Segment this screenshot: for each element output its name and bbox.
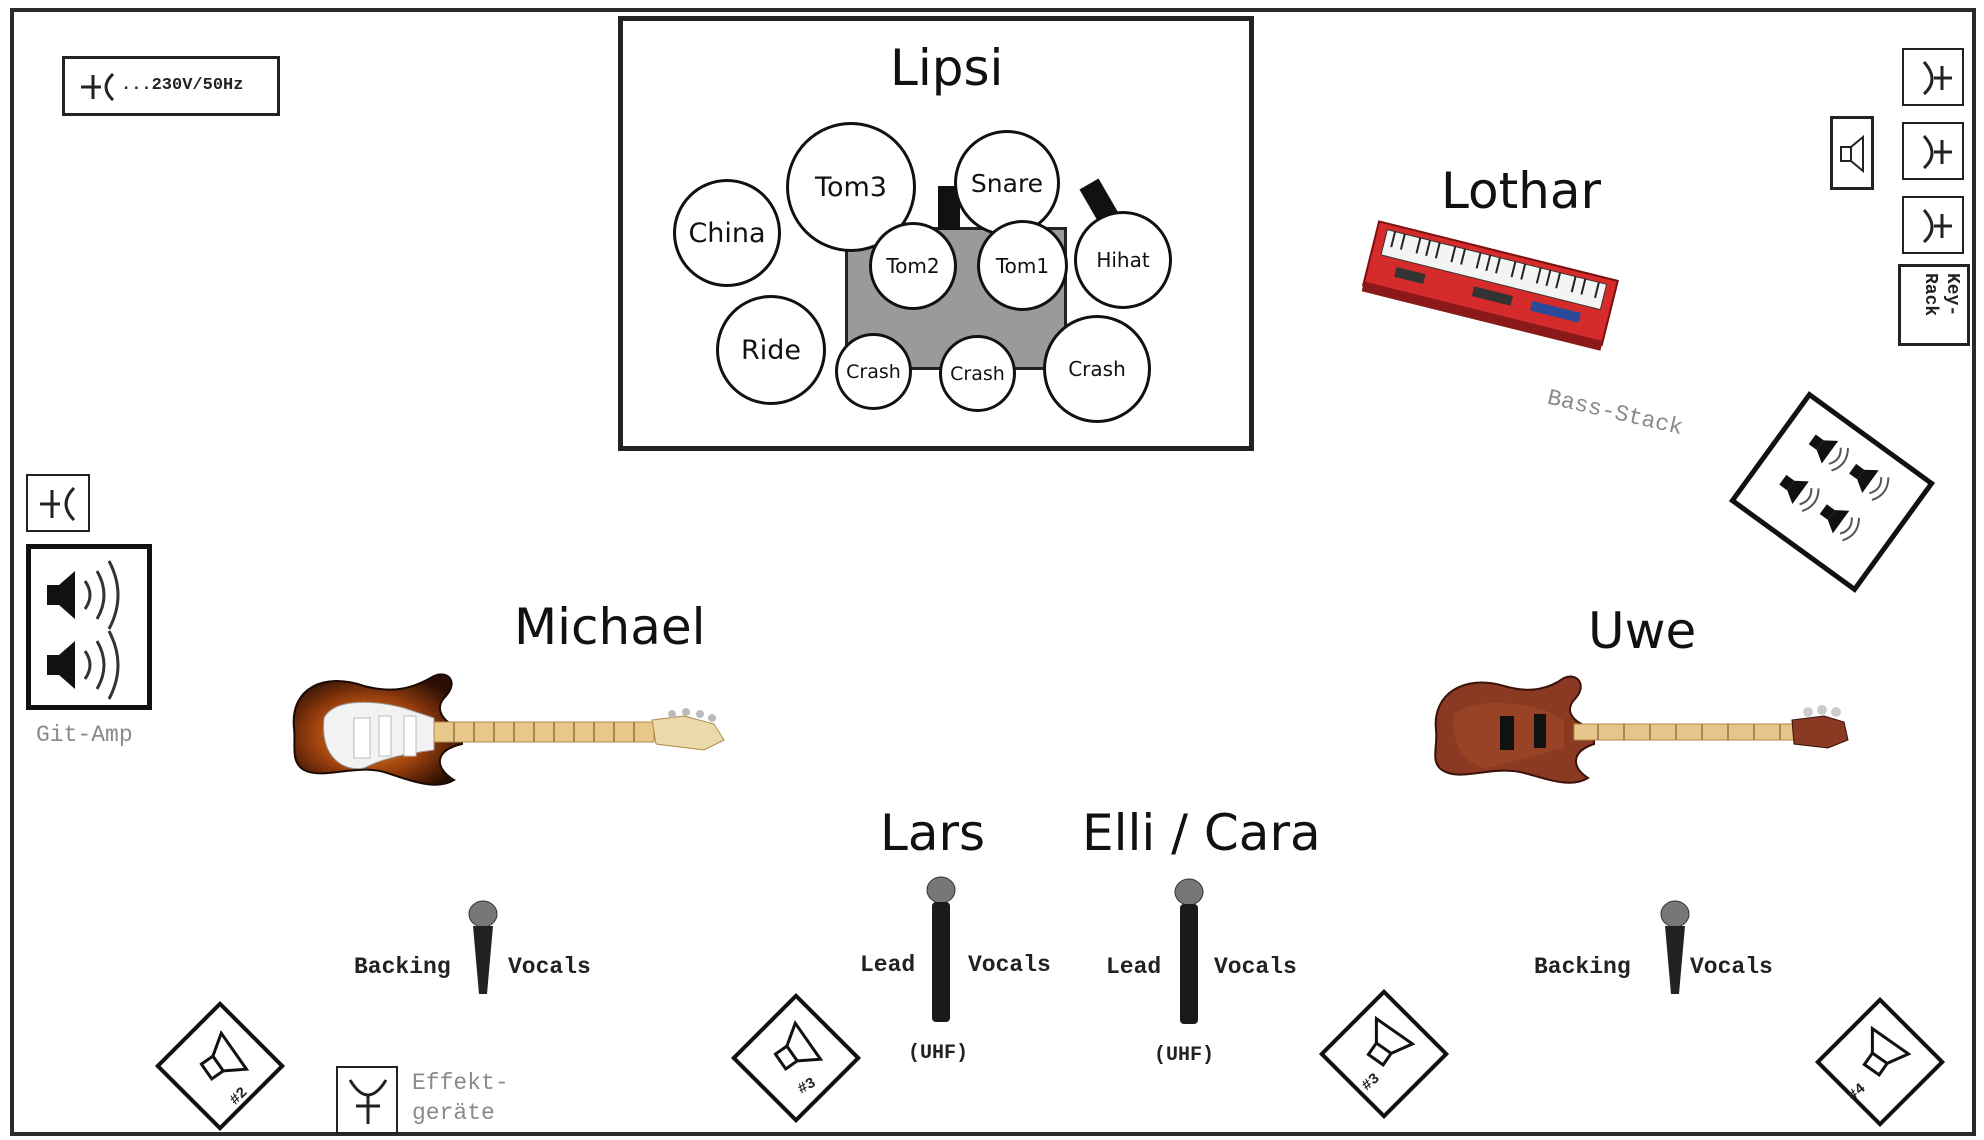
guitarist-name: Michael xyxy=(514,598,706,656)
power-box: ...230V/50Hz xyxy=(62,56,280,116)
wedge-speaker-icon xyxy=(1862,1025,1912,1077)
effects-label-line1: Effekt- xyxy=(412,1070,509,1096)
handheld-mic-icon xyxy=(468,900,498,994)
di-box-2 xyxy=(1902,122,1964,180)
lead1-name: Lars xyxy=(880,804,986,862)
di-outlet-icon xyxy=(1922,135,1952,170)
keyboard-icon xyxy=(1361,220,1619,351)
lead2-name: Elli / Cara xyxy=(1082,804,1321,862)
bass-guitar-icon xyxy=(1434,675,1849,784)
drum-crash-1: Crash xyxy=(835,333,912,410)
stage-plot: ...230V/50Hz Lipsi China Tom3 Snare Hiha… xyxy=(10,8,1976,1136)
monitor-wedge-3a: #3 xyxy=(730,992,862,1124)
drum-tom3-label: Tom3 xyxy=(815,171,887,203)
lead-elli-label-2: Vocals xyxy=(1214,954,1297,980)
wireless-mic-icon xyxy=(1174,878,1204,1024)
lead-elli-label-1: Lead xyxy=(1106,954,1162,980)
drum-ride-label: Ride xyxy=(740,334,801,366)
snare-stand xyxy=(938,186,960,230)
keyboardist-name: Lothar xyxy=(1441,162,1602,220)
drum-crash-2-label: Crash xyxy=(950,362,1005,385)
lead-lars-uhf: (UHF) xyxy=(908,1042,969,1065)
key-rack-label: Key-Rack xyxy=(1920,273,1962,317)
drum-hihat: Hihat xyxy=(1074,211,1172,309)
speaker-icon xyxy=(1840,134,1864,174)
drum-ride: Ride xyxy=(716,295,826,405)
backing-left-label-2: Vocals xyxy=(508,954,591,980)
bass-stack-cabinet xyxy=(1728,391,1936,593)
drum-crash-2: Crash xyxy=(939,335,1016,412)
key-rack: Key-Rack xyxy=(1898,264,1970,346)
speaker-wave-icon xyxy=(1779,434,1890,542)
monitor-wedge-4: #4 xyxy=(1814,996,1946,1128)
lead-elli-uhf: (UHF) xyxy=(1154,1044,1215,1067)
wedge-speaker-icon xyxy=(199,1029,250,1081)
drum-snare: Snare xyxy=(954,130,1060,236)
drum-tom2-label: Tom2 xyxy=(886,254,940,278)
drum-crash-3-label: Crash xyxy=(1068,357,1126,381)
electric-guitar-icon xyxy=(292,673,725,786)
amp-outlet xyxy=(26,474,90,532)
effects-plug-icon xyxy=(348,1079,388,1124)
di-outlet-icon xyxy=(1922,209,1952,244)
backing-right-label-2: Vocals xyxy=(1690,954,1773,980)
di-box-1 xyxy=(1902,48,1964,106)
drum-tom1-label: Tom1 xyxy=(995,253,1050,278)
effects-box xyxy=(336,1066,398,1134)
backing-right-label-1: Backing xyxy=(1534,954,1631,980)
handheld-mic-icon xyxy=(1660,900,1690,994)
power-outlet-icon xyxy=(81,72,115,102)
drum-china: China xyxy=(673,179,781,287)
bassist-name: Uwe xyxy=(1588,602,1697,660)
drum-crash-3: Crash xyxy=(1043,315,1151,423)
drum-snare-label: Snare xyxy=(970,168,1044,198)
drum-china-label: China xyxy=(688,217,766,249)
drummer-name: Lipsi xyxy=(890,39,1004,97)
backing-left-label-1: Backing xyxy=(354,954,451,980)
drum-tom1: Tom1 xyxy=(977,220,1068,311)
effects-label-line2: geräte xyxy=(412,1100,495,1126)
power-label: ...230V/50Hz xyxy=(121,76,244,95)
monitor-small xyxy=(1830,116,1874,190)
di-box-3 xyxy=(1902,196,1964,254)
monitor-wedge-3b: #3 xyxy=(1318,988,1450,1120)
guitar-amp xyxy=(26,544,152,710)
wedge-speaker-icon xyxy=(773,1019,824,1071)
di-outlet-icon xyxy=(1922,61,1952,96)
wedge-speaker-icon xyxy=(1366,1015,1416,1067)
speaker-volume-icon xyxy=(47,560,120,700)
monitor-wedge-2: #2 xyxy=(154,1000,286,1132)
drum-riser: Lipsi China Tom3 Snare Hihat Tom2 Tom1 R… xyxy=(618,16,1254,451)
drum-hihat-label: Hihat xyxy=(1096,248,1150,272)
git-amp-label: Git-Amp xyxy=(36,722,133,748)
bass-stack-label: Bass-Stack xyxy=(1544,384,1686,442)
lead-lars-label-1: Lead xyxy=(860,952,916,978)
lead-lars-label-2: Vocals xyxy=(968,952,1051,978)
power-outlet-icon xyxy=(40,486,76,522)
drum-tom2: Tom2 xyxy=(869,222,957,310)
wireless-mic-icon xyxy=(926,876,956,1022)
drum-crash-1-label: Crash xyxy=(846,360,901,383)
drum-tom3: Tom3 xyxy=(786,122,916,252)
